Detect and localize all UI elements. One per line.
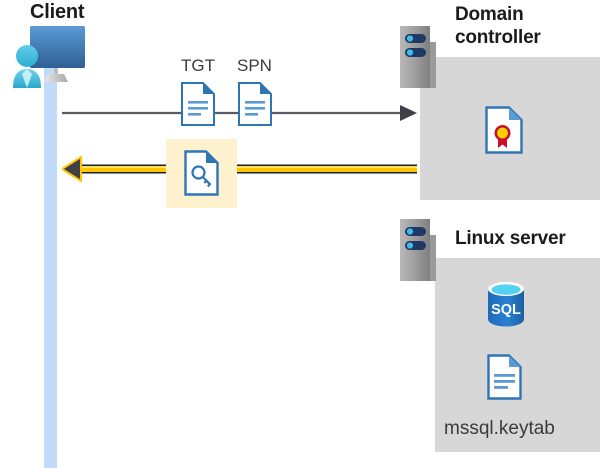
client-lifeline (44, 62, 57, 468)
spn-document-icon (238, 82, 272, 126)
domain-controller-server-icon (400, 26, 436, 88)
certificate-document-icon (485, 106, 523, 154)
response-arrow (60, 155, 417, 183)
request-arrow (62, 104, 417, 122)
tgt-label: TGT (181, 56, 215, 75)
client-workstation-icon (10, 26, 102, 88)
keytab-document-icon (487, 354, 522, 400)
sql-database-icon: SQL (486, 281, 526, 327)
linux-server-title: Linux server (455, 228, 566, 249)
spn-label: SPN (237, 56, 272, 75)
tgt-document-icon (181, 82, 215, 126)
domain-controller-title: Domain controller (455, 4, 541, 48)
svg-text:SQL: SQL (491, 302, 521, 318)
key-document-icon (184, 150, 219, 196)
client-title: Client (30, 1, 85, 23)
keytab-filename-label: mssql.keytab (444, 418, 555, 439)
linux-server-icon (400, 219, 436, 281)
